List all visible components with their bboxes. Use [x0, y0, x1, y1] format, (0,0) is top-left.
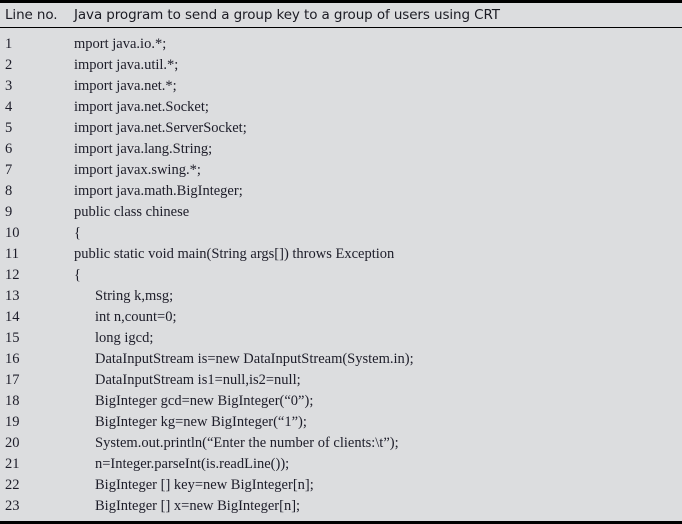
table-header-row: Line no. Java program to send a group ke… — [0, 3, 682, 28]
line-number-cell: 12 — [5, 267, 20, 283]
line-number-cell: 8 — [5, 183, 13, 199]
code-line-cell: { — [74, 267, 81, 283]
code-line-cell: import java.net.ServerSocket; — [74, 120, 247, 136]
table-row: 2 import java.util.*; — [0, 55, 682, 76]
code-line-cell: long igcd; — [95, 330, 154, 346]
code-line-cell: BigInteger gcd=new BigInteger(“0”); — [95, 393, 314, 409]
table-row: 12 { — [0, 265, 682, 286]
table-row: 5 import java.net.ServerSocket; — [0, 118, 682, 139]
line-number-cell: 1 — [5, 36, 13, 52]
table-row: 13 String k,msg; — [0, 286, 682, 307]
table-row: 19 BigInteger kg=new BigInteger(“1”); — [0, 412, 682, 433]
code-line-cell: System.out.println(“Enter the number of … — [95, 435, 399, 451]
line-number-cell: 20 — [5, 435, 20, 451]
line-number-cell: 19 — [5, 414, 20, 430]
code-line-cell: DataInputStream is1=null,is2=null; — [95, 372, 301, 388]
code-line-cell: import java.net.*; — [74, 78, 177, 94]
line-number-cell: 9 — [5, 204, 13, 220]
table-row: 6 import java.lang.String; — [0, 139, 682, 160]
code-line-cell: BigInteger [] x=new BigInteger[n]; — [95, 498, 301, 514]
table-row: 18 BigInteger gcd=new BigInteger(“0”); — [0, 391, 682, 412]
code-line-cell: mport java.io.*; — [74, 36, 167, 52]
line-number-cell: 13 — [5, 288, 20, 304]
table-row: 14 int n,count=0; — [0, 307, 682, 328]
table-row: 23 BigInteger [] x=new BigInteger[n]; — [0, 496, 682, 517]
table-row: 21 n=Integer.parseInt(is.readLine()); — [0, 454, 682, 475]
line-number-cell: 2 — [5, 57, 13, 73]
line-number-cell: 15 — [5, 330, 20, 346]
line-number-cell: 21 — [5, 456, 20, 472]
table-row: 4 import java.net.Socket; — [0, 97, 682, 118]
line-number-cell: 16 — [5, 351, 20, 367]
code-line-cell: BigInteger kg=new BigInteger(“1”); — [95, 414, 307, 430]
code-line-cell: String k,msg; — [95, 288, 174, 304]
line-number-cell: 22 — [5, 477, 20, 493]
table-row: 15 long igcd; — [0, 328, 682, 349]
code-line-cell: int n,count=0; — [95, 309, 177, 325]
code-line-cell: import java.util.*; — [74, 57, 179, 73]
table-body: 1 mport java.io.*; 2 import java.util.*; 3 im… — [0, 28, 682, 517]
table-row: 11 public static void main(String args[])… — [0, 244, 682, 265]
line-number-cell: 4 — [5, 99, 13, 115]
line-number-cell: 11 — [5, 246, 19, 262]
code-line-cell: import javax.swing.*; — [74, 162, 201, 178]
line-number-cell: 10 — [5, 225, 20, 241]
code-line-cell: DataInputStream is=new DataInputStream(S… — [95, 351, 414, 367]
line-number-cell: 3 — [5, 78, 13, 94]
code-line-cell: { — [74, 225, 81, 241]
table-row: 17 DataInputStream is1=null,is2=null; — [0, 370, 682, 391]
table-row: 3 import java.net.*; — [0, 76, 682, 97]
code-line-cell: n=Integer.parseInt(is.readLine()); — [95, 456, 290, 472]
line-number-cell: 5 — [5, 120, 13, 136]
table-row: 10 { — [0, 223, 682, 244]
code-line-cell: import java.net.Socket; — [74, 99, 209, 115]
line-number-cell: 14 — [5, 309, 20, 325]
line-number-cell: 6 — [5, 141, 13, 157]
code-line-cell: import java.math.BigInteger; — [74, 183, 243, 199]
code-line-cell: public static void main(String args[]) t… — [74, 246, 395, 262]
line-number-cell: 23 — [5, 498, 20, 514]
table-row: 9 public class chinese — [0, 202, 682, 223]
table-row: 8 import java.math.BigInteger; — [0, 181, 682, 202]
line-number-cell: 7 — [5, 162, 13, 178]
code-line-cell: public class chinese — [74, 204, 190, 220]
line-number-cell: 17 — [5, 372, 20, 388]
line-number-cell: 18 — [5, 393, 20, 409]
column-header-line-no: Line no. — [5, 7, 58, 23]
code-line-cell: import java.lang.String; — [74, 141, 213, 157]
table-row: 1 mport java.io.*; — [0, 34, 682, 55]
table-row: 16 DataInputStream is=new DataInputStream… — [0, 349, 682, 370]
table-row: 7 import javax.swing.*; — [0, 160, 682, 181]
code-line-cell: BigInteger [] key=new BigInteger[n]; — [95, 477, 314, 493]
table-row: 20 System.out.println(“Enter the number o… — [0, 433, 682, 454]
column-header-program-title: Java program to send a group key to a gr… — [74, 7, 500, 23]
table-row: 22 BigInteger [] key=new BigInteger[n]; — [0, 475, 682, 496]
